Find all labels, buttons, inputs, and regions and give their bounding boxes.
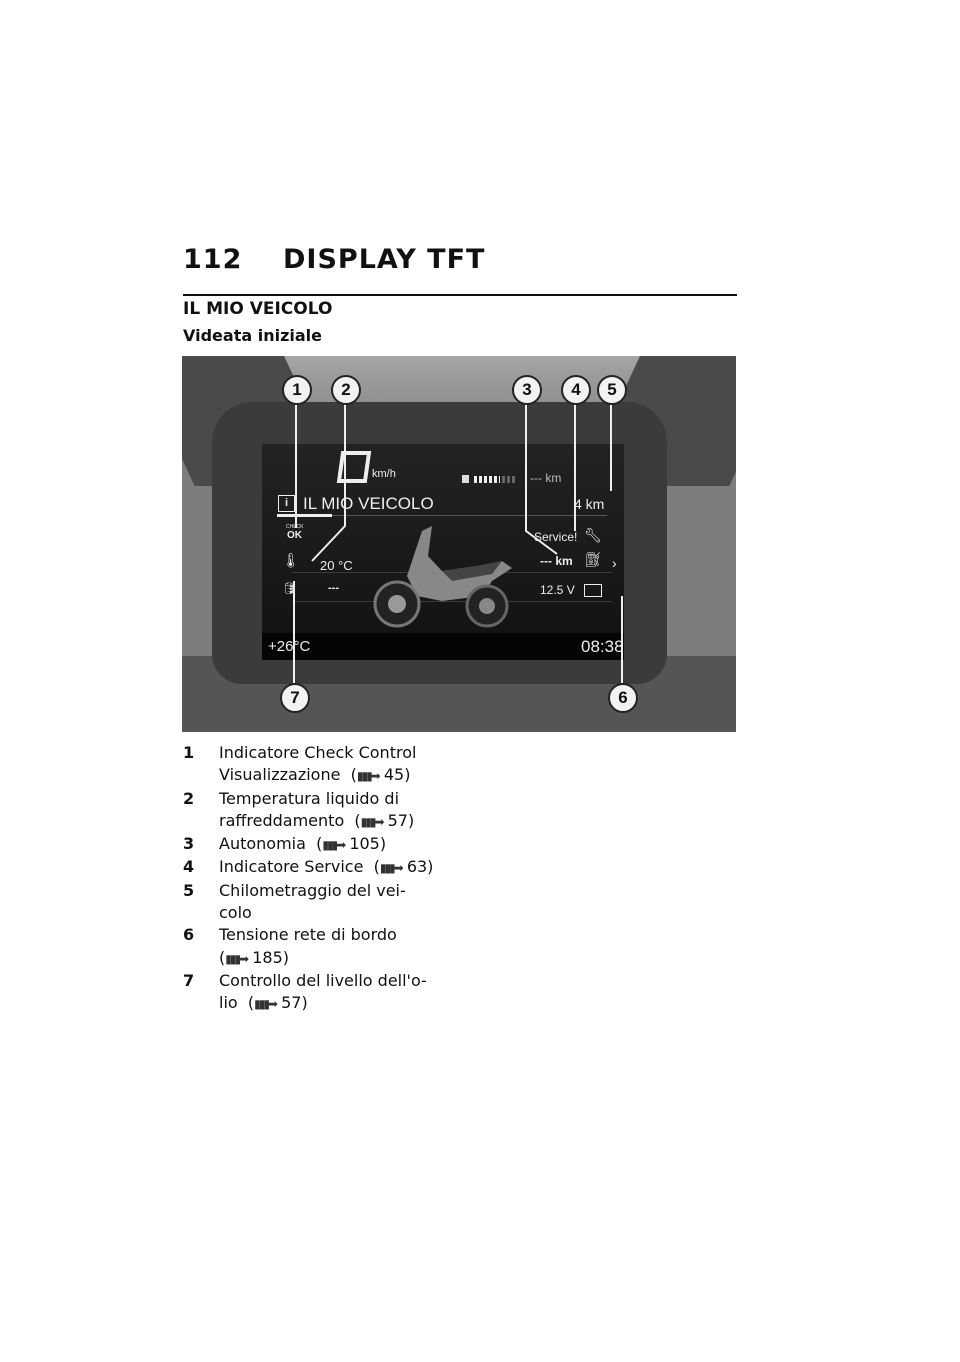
leader-lines: [293, 403, 623, 683]
page-ref-arrow-icon: ▮▮▮➡: [322, 838, 346, 853]
voltage: 12.5 V: [540, 583, 575, 597]
odometer: 4 km: [574, 496, 605, 512]
legend-number: 6: [183, 925, 195, 945]
legend-item: 6 Tensione rete di bordo(▮▮▮➡ 185): [183, 924, 483, 970]
legend-number: 4: [183, 857, 195, 877]
ambient-temp: +26°C: [268, 638, 311, 655]
page-ref-link[interactable]: 57: [387, 810, 408, 830]
page-ref-arrow-icon: ▮▮▮➡: [254, 997, 278, 1012]
page-ref-arrow-icon: ▮▮▮➡: [356, 769, 381, 784]
subsection-title: Videata iniziale: [183, 326, 322, 345]
callout-4: 4: [561, 375, 591, 405]
page-ref-arrow-icon: ▮▮▮➡: [360, 814, 385, 829]
legend-number: 1: [183, 743, 195, 762]
page-header: 112 DISPLAY TFT: [183, 244, 485, 275]
wrench-icon: 🔧︎: [584, 527, 602, 543]
page-ref-link[interactable]: 105: [349, 834, 380, 854]
page-ref-link[interactable]: 185: [252, 947, 283, 967]
check-label: CHECK: [286, 524, 304, 530]
leader-line-1: [295, 403, 297, 528]
legend-number: 3: [183, 834, 195, 854]
legend-number: 5: [183, 880, 195, 900]
section-title: IL MIO VEICOLO: [183, 299, 333, 319]
legend-text: Controllo del livello dell'o-: [219, 970, 427, 990]
chevron-right-icon[interactable]: ›: [612, 555, 617, 571]
callout-3: 3: [512, 375, 542, 405]
page-ref-link[interactable]: 63: [406, 857, 428, 877]
legend-text: colo: [219, 903, 252, 923]
callout-2: 2: [331, 375, 361, 405]
range: --- km: [540, 554, 573, 568]
page-number: 112: [183, 244, 243, 275]
callout-5: 5: [597, 375, 627, 405]
service-indicator: Service!: [534, 530, 578, 544]
clock: 08:38: [581, 637, 624, 656]
oil-level: ---: [328, 582, 339, 594]
battery-icon: [584, 584, 602, 597]
tft-display-figure: km/h --- km i IL MIO VEICOLO 4 km CHECK …: [182, 356, 736, 732]
fuel-bar: [474, 476, 500, 483]
page-ref-link[interactable]: 45: [383, 765, 405, 785]
callout-7: 7: [280, 683, 310, 713]
info-icon: i: [278, 495, 295, 512]
status-bar: [262, 633, 624, 660]
tab-underline: [277, 514, 332, 517]
callout-1: 1: [282, 375, 312, 405]
page-ref-arrow-icon: ▮▮▮➡: [225, 951, 249, 966]
legend-text: Temperatura liquido di: [219, 788, 400, 808]
legend-item: 3 Autonomia (▮▮▮➡ 105): [183, 833, 483, 856]
fuel-bar-empty: [502, 476, 516, 483]
legend-text: raffreddamento: [219, 810, 345, 830]
fuel-pump-icon: ⛽︎: [584, 551, 602, 567]
oil-can-icon: 🛢︎: [282, 583, 296, 595]
divider: [277, 515, 607, 516]
display-screen: [262, 444, 624, 660]
legend-text: Indicatore Service: [219, 857, 364, 877]
header-rule: [183, 294, 737, 296]
thermometer-icon: 🌡︎: [282, 552, 300, 568]
fuel-range: --- km: [530, 471, 562, 485]
chapter-title: DISPLAY TFT: [283, 244, 486, 275]
legend-text: Chilometraggio del vei-: [219, 880, 406, 900]
legend-item: 7 Controllo del livello dell'o-lio (▮▮▮➡…: [183, 970, 483, 1016]
legend-item: 5 Chilometraggio del vei-colo: [183, 880, 483, 925]
legend-text: Autonomia: [219, 834, 306, 854]
divider: [292, 601, 612, 602]
legend-text: Indicatore Check Control: [219, 743, 417, 762]
legend-text: Tensione rete di bordo: [219, 925, 397, 945]
legend-item: 4 Indicatore Service (▮▮▮➡ 63): [183, 856, 483, 879]
callout-6: 6: [608, 683, 638, 713]
menu-title: IL MIO VEICOLO: [303, 494, 434, 513]
scooter-image: [373, 526, 512, 628]
legend-text: Visualizzazione: [219, 765, 341, 785]
coolant-temp: 20 °C: [320, 558, 353, 573]
fuel-icon: [462, 475, 469, 483]
page-ref-link[interactable]: 57: [281, 993, 302, 1013]
legend-number: 7: [183, 970, 195, 990]
speed-unit: km/h: [372, 468, 396, 480]
check-value: OK: [287, 530, 302, 541]
legend-number: 2: [183, 788, 195, 808]
legend-text: lio: [219, 993, 238, 1013]
page-ref-arrow-icon: ▮▮▮➡: [379, 861, 404, 876]
